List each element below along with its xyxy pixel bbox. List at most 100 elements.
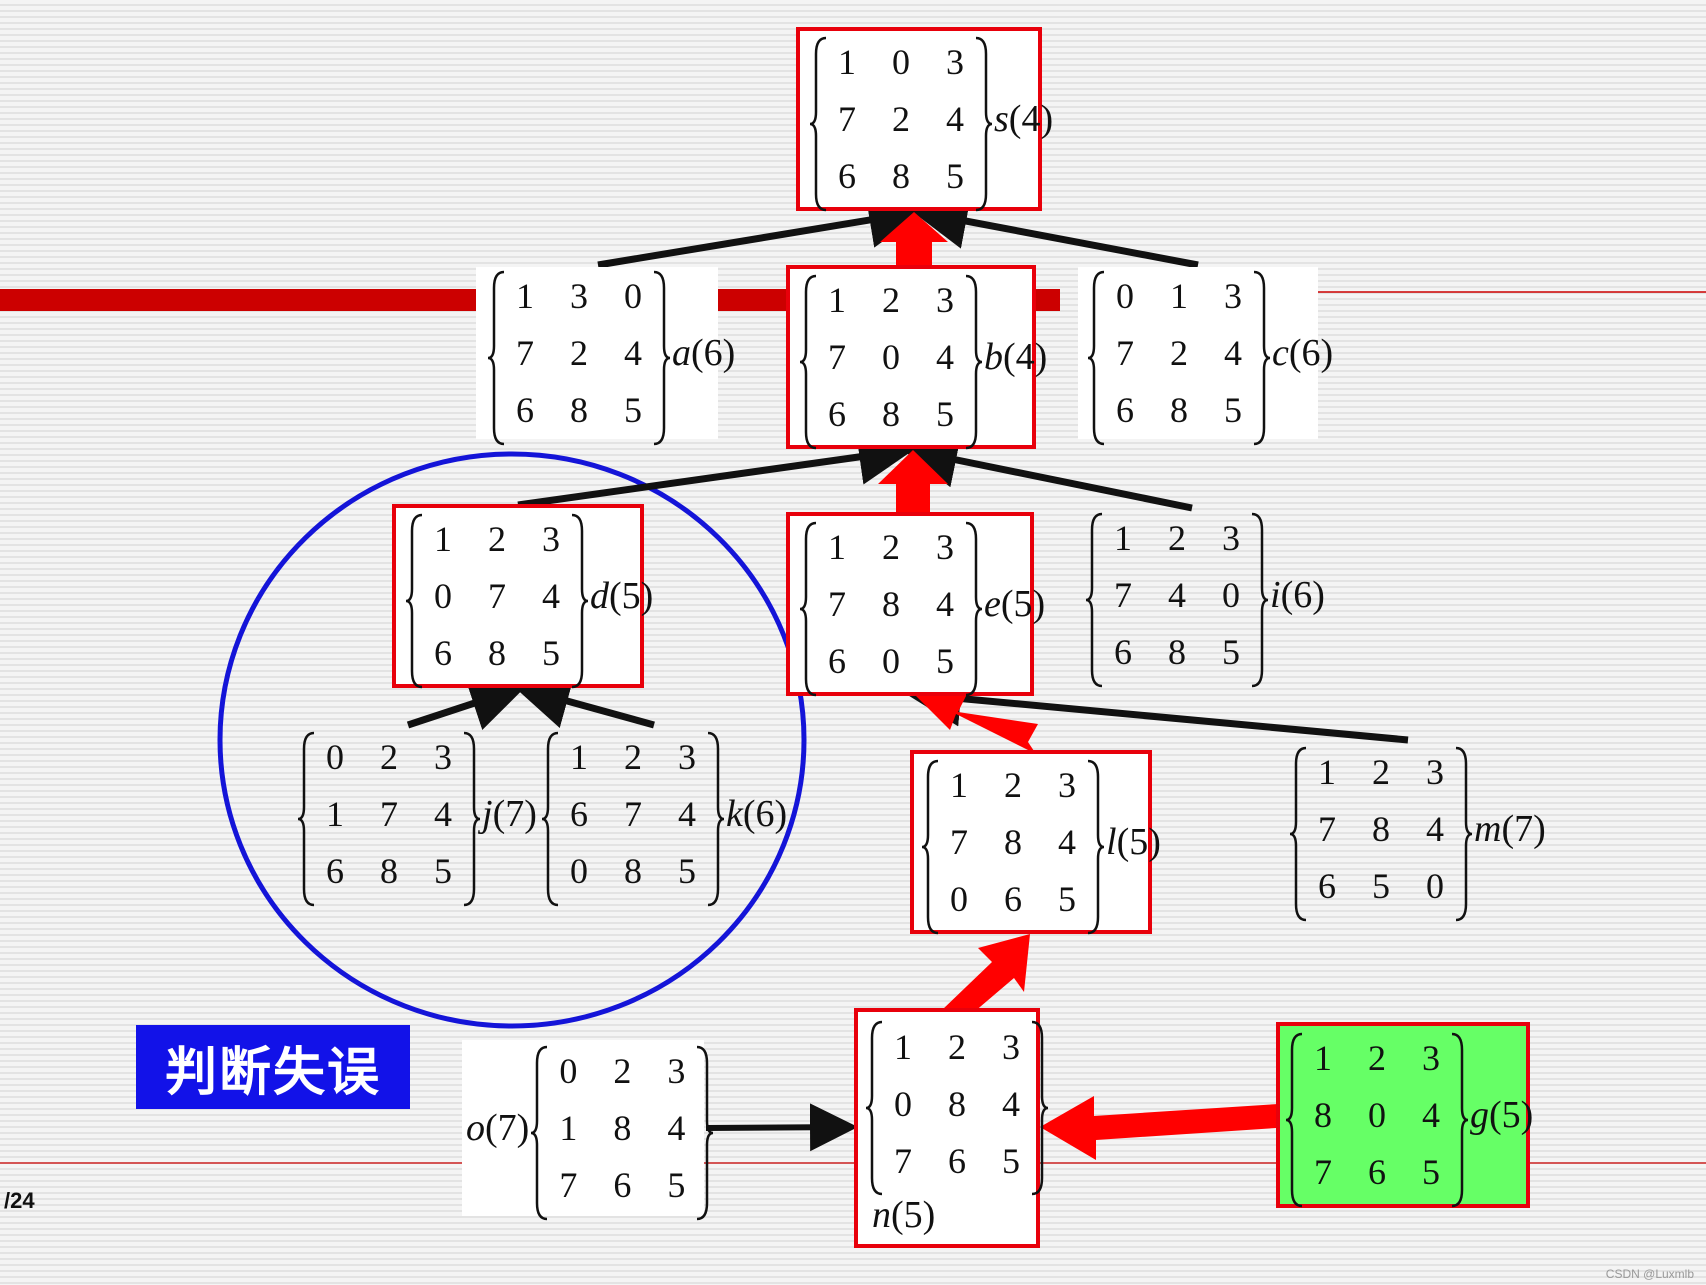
- cell: 7: [828, 584, 846, 624]
- left-brace-icon: [799, 521, 817, 696]
- cell: 5: [1224, 390, 1242, 430]
- cell: 7: [828, 337, 846, 377]
- cell: 7: [1318, 809, 1336, 849]
- cell: 3: [667, 1051, 686, 1091]
- right-brace-icon: [965, 521, 983, 696]
- cell: 1: [828, 527, 846, 567]
- slide-bar-left: [0, 289, 478, 311]
- cell: 0: [559, 1051, 578, 1091]
- pruned-branch-circle: [217, 451, 807, 1029]
- cell: 4: [678, 794, 696, 834]
- right-brace-icon: [1087, 759, 1105, 934]
- path-arrow-b-to-s: [880, 212, 948, 266]
- node-label-j: j(7): [482, 793, 537, 835]
- left-brace-icon: [487, 270, 505, 445]
- cell: 5: [1002, 1140, 1020, 1181]
- cell: 0: [1222, 575, 1240, 615]
- cell: 3: [1058, 765, 1076, 805]
- cell: 8: [1168, 632, 1186, 672]
- left-brace-icon: [1085, 512, 1103, 687]
- node-label-s: s(4): [994, 98, 1054, 140]
- cell: 2: [613, 1051, 632, 1091]
- cell: 1: [570, 737, 588, 777]
- cell: 8: [1004, 822, 1022, 862]
- cell: 3: [1002, 1026, 1020, 1067]
- cell: 8: [488, 633, 506, 673]
- cell: 0: [950, 879, 968, 919]
- edge-a-to-s: [597, 192, 925, 269]
- right-brace-icon: [965, 274, 983, 449]
- cell: 4: [542, 576, 560, 616]
- node-label-b: b(4): [984, 336, 1048, 378]
- cell: 7: [380, 794, 398, 834]
- cell: 8: [624, 851, 642, 891]
- edge-c-to-s: [911, 193, 1199, 269]
- cell: 7: [894, 1140, 912, 1181]
- cell: 4: [1002, 1083, 1020, 1124]
- cell: 1: [1314, 1038, 1332, 1078]
- node-label-i: i(6): [1270, 574, 1325, 616]
- cell: 0: [892, 42, 910, 82]
- cell: 6: [838, 156, 856, 196]
- cell: 3: [936, 280, 954, 320]
- cell: 8: [882, 584, 900, 624]
- node-label-o: o(7): [466, 1107, 530, 1149]
- cell: 5: [1058, 879, 1076, 919]
- cell: 0: [1368, 1095, 1386, 1135]
- cell: 8: [613, 1108, 632, 1148]
- cell: 7: [1314, 1152, 1332, 1192]
- cell: 3: [936, 527, 954, 567]
- cell: 3: [434, 737, 452, 777]
- right-brace-icon: [1251, 512, 1269, 687]
- edge-i-to-b: [901, 432, 1193, 512]
- cell: 3: [1222, 518, 1240, 558]
- cell: 1: [950, 765, 968, 805]
- cell: 0: [570, 851, 588, 891]
- cell: 6: [434, 633, 452, 673]
- cell: 4: [1426, 809, 1444, 849]
- node-label-n: n(5): [872, 1194, 936, 1236]
- right-brace-icon: [1031, 1020, 1049, 1196]
- left-brace-icon: [799, 274, 817, 449]
- left-brace-icon: [1087, 270, 1105, 445]
- cell: 7: [488, 576, 506, 616]
- cell: 7: [950, 822, 968, 862]
- left-brace-icon: [865, 1020, 883, 1196]
- right-brace-icon: [1451, 1032, 1469, 1207]
- cell: 2: [1168, 518, 1186, 558]
- cell: 5: [1372, 866, 1390, 906]
- cell: 5: [946, 156, 964, 196]
- left-brace-icon: [297, 731, 315, 906]
- cell: 2: [488, 519, 506, 559]
- cell: 6: [1004, 879, 1022, 919]
- cell: 1: [838, 42, 856, 82]
- cell: 1: [516, 276, 534, 316]
- cell: 1: [828, 280, 846, 320]
- path-arrow-l-to-e: [914, 694, 1038, 754]
- cell: 2: [948, 1026, 966, 1067]
- right-brace-icon: [697, 1045, 714, 1220]
- cell: 6: [326, 851, 344, 891]
- cell: 2: [882, 527, 900, 567]
- cell: 8: [892, 156, 910, 196]
- node-label-c: c(6): [1272, 332, 1334, 374]
- cell: 4: [1168, 575, 1186, 615]
- left-brace-icon: [531, 1045, 548, 1220]
- edge-o-to-n: [705, 1103, 858, 1152]
- cell: 6: [1114, 632, 1132, 672]
- cell: 6: [570, 794, 588, 834]
- cell: 1: [559, 1108, 578, 1148]
- cell: 4: [1058, 822, 1076, 862]
- left-brace-icon: [809, 36, 827, 211]
- left-brace-icon: [921, 759, 939, 934]
